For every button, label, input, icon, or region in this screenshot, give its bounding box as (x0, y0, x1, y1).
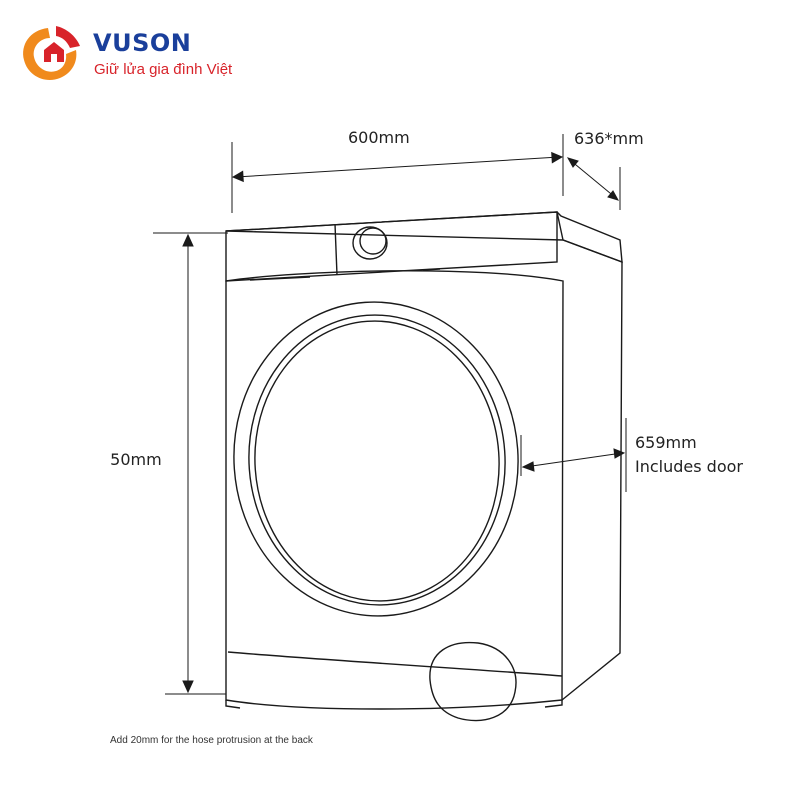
height-dimension (153, 232, 228, 695)
depth-dimension (566, 157, 621, 210)
depth-label: 636*mm (574, 129, 644, 148)
width-label: 600mm (348, 128, 410, 147)
brand-name: VUSON (93, 29, 192, 57)
height-label-clip: 850mm (110, 448, 180, 472)
door-depth-note-clip: Includes door (634, 454, 744, 480)
hose-footnote: Add 20mm for the hose protrusion at the … (110, 735, 313, 746)
brand-tagline: Giữ lửa gia đình Việt (94, 61, 233, 78)
height-label: 850mm (110, 450, 162, 469)
width-dimension (231, 134, 564, 213)
house-flame-logo-icon (23, 26, 80, 80)
door-depth-note: Includes door (635, 457, 743, 476)
door-depth-dimension (520, 418, 627, 492)
door-depth-label: 659mm (635, 433, 697, 452)
washing-machine (225, 211, 623, 722)
